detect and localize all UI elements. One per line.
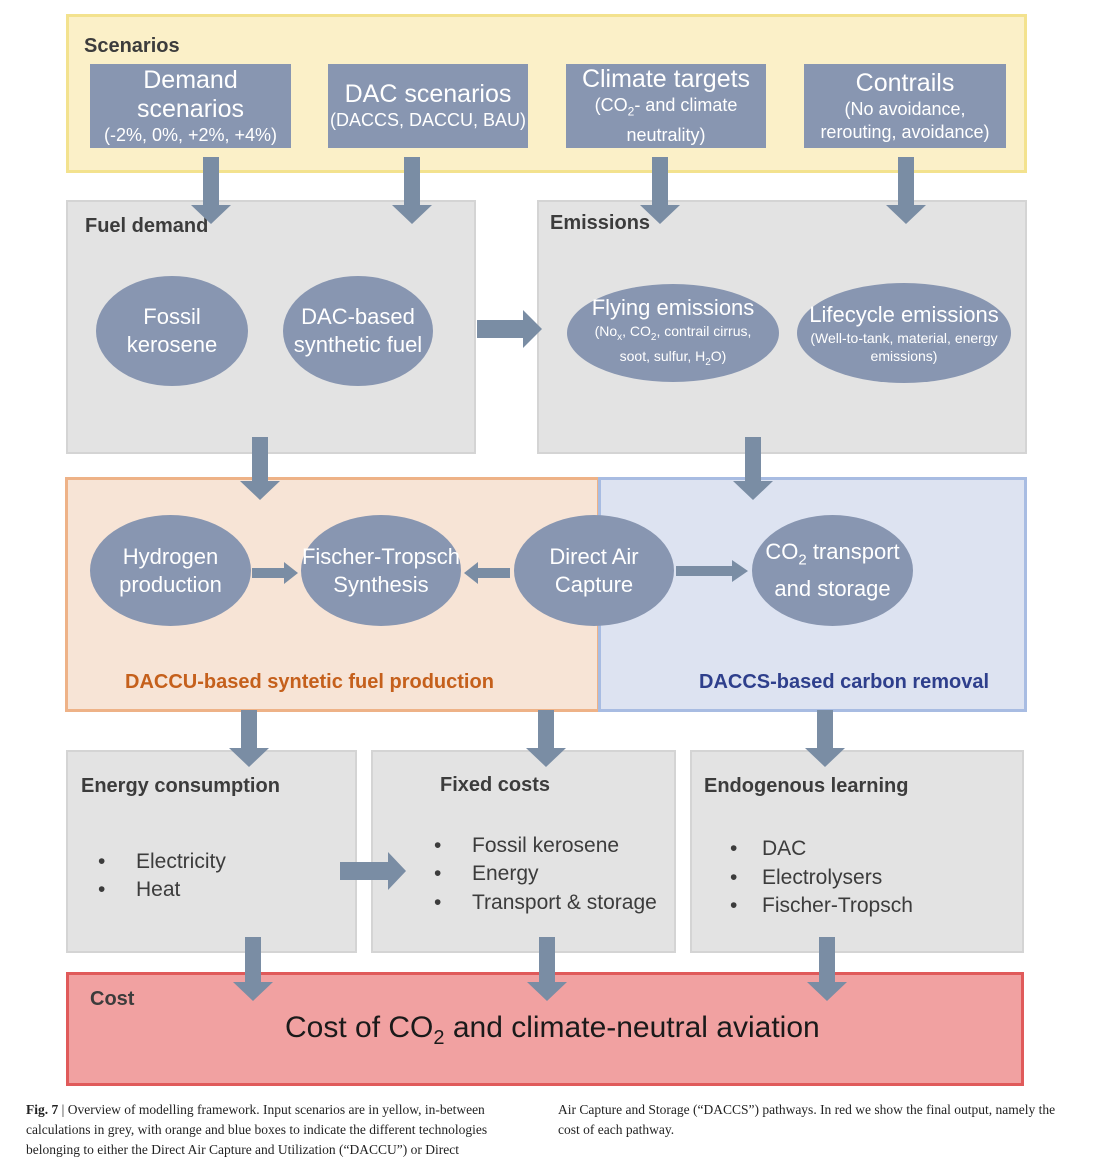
- arrow-emissions-to-daccs: [733, 437, 773, 500]
- dac-synthetic-fuel-ellipse: DAC-based synthetic fuel: [283, 276, 433, 386]
- fischer-tropsch-line2: Synthesis: [333, 571, 429, 597]
- energy-item-electricity: •Electricity: [98, 850, 226, 873]
- fixed-item-energy: •Energy: [434, 862, 539, 885]
- fixed-costs-panel: [371, 750, 676, 953]
- fixed-item-transport-storage: •Transport & storage: [434, 891, 657, 914]
- arrow-daccu-to-fixed: [526, 710, 566, 767]
- dac-fuel-line1: DAC-based: [301, 304, 415, 329]
- arrow-dac-to-co2: [676, 560, 748, 582]
- energy-item-heat: •Heat: [98, 878, 181, 901]
- lifecycle-emissions-line2: emissions): [870, 348, 938, 364]
- endogenous-learning-title: Endogenous learning: [704, 775, 909, 797]
- arrow-daccu-to-energy: [229, 710, 269, 767]
- caption-left-text: Overview of modelling framework. Input s…: [26, 1102, 488, 1157]
- arrow-fixed-to-cost: [527, 937, 567, 1001]
- flying-emissions-title: Flying emissions: [591, 295, 755, 321]
- energy-consumption-panel: [66, 750, 357, 953]
- fixed-costs-title: Fixed costs: [440, 774, 551, 796]
- dac-fuel-line2: synthetic fuel: [293, 332, 423, 357]
- lifecycle-emissions-title: Lifecycle emissions: [809, 302, 999, 327]
- flying-emissions-line2: soot, sulfur, H2O): [619, 348, 727, 368]
- direct-air-capture-ellipse: Direct Air Capture: [514, 515, 674, 626]
- lifecycle-emissions-ellipse: Lifecycle emissions (Well-to-tank, mater…: [797, 283, 1011, 383]
- arrow-energy-to-fixed: [340, 852, 406, 890]
- learning-item-electrolysers: •Electrolysers: [730, 866, 883, 889]
- co2-transport-storage-ellipse: CO2 transport and storage: [752, 515, 913, 626]
- arrow-energy-to-cost: [233, 937, 273, 1001]
- hydrogen-line2: production: [119, 571, 222, 597]
- arrow-contrails-to-emissions: [886, 157, 926, 224]
- arrow-daccs-to-learning: [805, 710, 845, 767]
- fixed-item-fossil-kerosene: •Fossil kerosene: [434, 834, 620, 857]
- arrow-learning-to-cost: [807, 937, 847, 1001]
- demand-scenarios-box: Demand scenarios (-2%, 0%, +2%, +4%): [90, 64, 291, 148]
- climate-targets-subtitle-line2: neutrality): [626, 124, 706, 145]
- arrow-demand-to-fuel: [191, 157, 231, 224]
- contrails-title: Contrails: [855, 68, 955, 97]
- dac-line1: Direct Air: [549, 543, 639, 569]
- fossil-kerosene-label: Fossil kerosene: [126, 304, 218, 357]
- dac-scenarios-title: DAC scenarios: [344, 80, 512, 108]
- lifecycle-emissions-line1: (Well-to-tank, material, energy: [810, 330, 998, 346]
- learning-item-fischer-tropsch: •Fischer-Tropsch: [730, 894, 913, 917]
- dac-scenarios-box: DAC scenarios (DACCS, DACCU, BAU): [328, 64, 528, 148]
- climate-targets-title: Climate targets: [581, 65, 751, 94]
- daccu-label: DACCU-based syntetic fuel production: [125, 671, 494, 693]
- climate-targets-subtitle: (CO2- and climate: [594, 95, 738, 119]
- cost-main-text: Cost of CO2 and climate-neutral aviation: [285, 1011, 820, 1049]
- figure-label: Fig. 7: [26, 1102, 59, 1117]
- contrails-subtitle-line2: rerouting, avoidance): [820, 121, 990, 142]
- demand-scenarios-subtitle: (-2%, 0%, +2%, +4%): [103, 124, 278, 145]
- emissions-title: Emissions: [550, 212, 651, 234]
- co2-transport-line1: CO2 transport: [765, 539, 900, 569]
- endogenous-learning-panel: [690, 750, 1024, 953]
- contrails-subtitle: (No avoidance,: [844, 98, 966, 119]
- arrow-climate-to-emissions: [640, 157, 680, 224]
- dac-line2: Capture: [554, 571, 634, 597]
- fischer-tropsch-ellipse: Fischer-Tropsch Synthesis: [301, 515, 461, 626]
- arrow-dac-to-fuel: [392, 157, 432, 224]
- arrow-hydrogen-to-ft: [252, 562, 298, 584]
- hydrogen-line1: Hydrogen: [122, 543, 219, 569]
- flying-emissions-line1: (Nox, CO2, contrail cirrus,: [594, 323, 752, 343]
- scenarios-title: Scenarios: [84, 35, 180, 57]
- co2-transport-line2: and storage: [774, 575, 891, 601]
- demand-scenarios-title: Demand scenarios: [137, 65, 244, 123]
- cost-title: Cost: [90, 988, 135, 1010]
- dac-scenarios-subtitle: (DACCS, DACCU, BAU): [329, 110, 526, 130]
- energy-consumption-title: Energy consumption: [81, 775, 280, 797]
- fossil-kerosene-ellipse: Fossil kerosene: [96, 276, 248, 386]
- caption-left: Fig. 7 | Overview of modelling framework…: [26, 1102, 488, 1157]
- arrow-dac-to-ft: [464, 562, 510, 584]
- daccs-label: DACCS-based carbon removal: [699, 671, 990, 693]
- hydrogen-production-ellipse: Hydrogen production: [90, 515, 251, 626]
- fuel-demand-title: Fuel demand: [85, 215, 209, 237]
- contrails-box: Contrails (No avoidance, rerouting, avoi…: [804, 64, 1006, 148]
- caption-right: Air Capture and Storage (“DACCS”) pathwa…: [558, 1102, 1056, 1137]
- flying-emissions-ellipse: Flying emissions (Nox, CO2, contrail cir…: [567, 284, 779, 382]
- arrow-fuel-to-emissions: [477, 310, 542, 348]
- arrow-fuel-to-daccu: [240, 437, 280, 500]
- fischer-tropsch-line1: Fischer-Tropsch: [301, 543, 461, 569]
- learning-item-dac: •DAC: [730, 837, 807, 860]
- climate-targets-box: Climate targets (CO2- and climate neutra…: [566, 64, 766, 148]
